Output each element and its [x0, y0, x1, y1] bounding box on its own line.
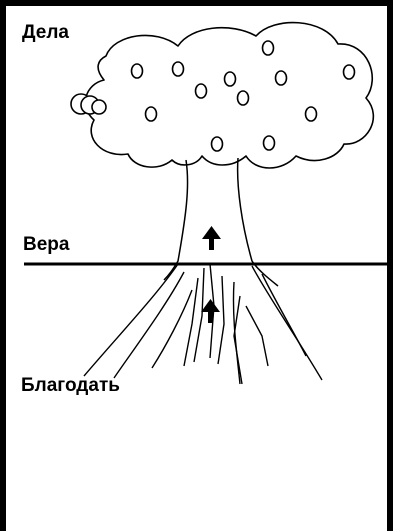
fruit	[262, 135, 276, 151]
fruit	[304, 106, 318, 122]
up-arrow-trunk	[202, 226, 221, 250]
fruit	[236, 90, 250, 106]
tree-fruits	[70, 40, 356, 152]
tree-roots	[83, 263, 323, 385]
label-deeds: Дела	[22, 22, 69, 43]
tree-trunk-right	[236, 157, 279, 287]
fruit	[194, 83, 208, 99]
fruit	[130, 63, 144, 79]
label-faith: Вера	[23, 234, 70, 255]
diagram-canvas: Дела Вера Благодать	[6, 6, 387, 531]
tree-crown	[84, 21, 375, 169]
tree-trunk-left	[163, 159, 189, 281]
fruit	[274, 70, 288, 86]
fruit	[342, 64, 356, 80]
up-arrow-roots	[201, 299, 220, 323]
fruit	[144, 106, 158, 122]
fruit	[171, 61, 185, 77]
fruit	[261, 40, 275, 56]
fruit	[210, 136, 224, 152]
label-grace: Благодать	[21, 375, 120, 396]
fruit	[223, 71, 237, 87]
tree-diagram	[24, 21, 387, 385]
